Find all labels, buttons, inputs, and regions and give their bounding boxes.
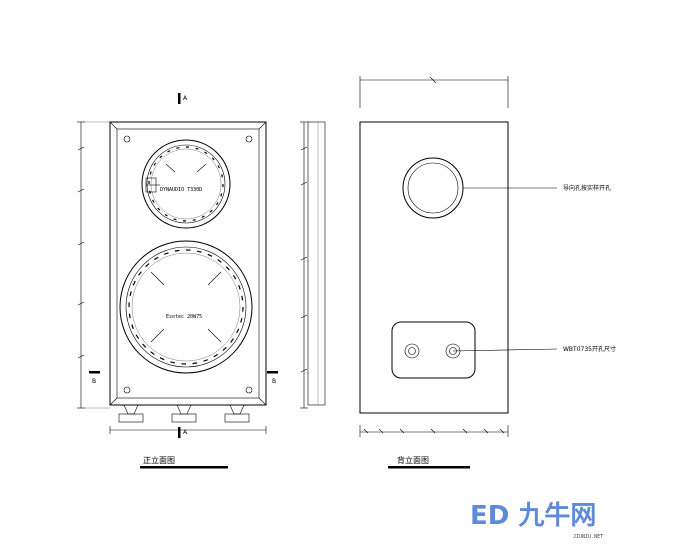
svg-text:B: B: [92, 378, 96, 385]
svg-text:A: A: [183, 95, 188, 102]
ring-tick: [222, 346, 227, 351]
svg-text:B: B: [272, 378, 276, 385]
woofer: Esotec 20W75: [119, 240, 253, 374]
section-marker-b-left: B: [89, 371, 100, 385]
ring-tick: [213, 353, 219, 358]
rear-title-underline: [388, 466, 470, 469]
rear-top-dimension: [359, 76, 509, 108]
ring-tick: [142, 343, 147, 348]
ring-tick: [236, 328, 240, 334]
corner-screw-bl: [123, 386, 131, 394]
ring-tick: [192, 219, 196, 221]
svg-text:A: A: [183, 429, 188, 436]
ring-tick: [164, 252, 169, 255]
ring-tick: [159, 357, 165, 361]
ring-tick: [150, 351, 155, 355]
terminal-plate: WBT0735开孔尺寸: [391, 321, 616, 379]
ring-tick: [215, 202, 219, 206]
corner-screw-tl: [123, 135, 131, 143]
ring-tick: [173, 218, 177, 221]
front-cabinet: [109, 121, 267, 406]
ring-tick: [174, 249, 180, 252]
ring-tick: [132, 280, 136, 286]
terminal-note: WBT0735开孔尺寸: [563, 345, 616, 353]
ring-tick: [230, 338, 234, 343]
front-left-dimension: [77, 121, 110, 409]
front-bottom-dimension: [109, 426, 267, 434]
ring-tick: [225, 266, 230, 271]
section-marker-a-top: A: [178, 93, 188, 104]
ring-tick: [207, 253, 213, 257]
ring-tick: [220, 193, 223, 197]
ring-tick: [217, 259, 222, 263]
ring-tick: [196, 250, 202, 253]
ring-tick: [211, 157, 215, 161]
rear-cabinet: [359, 121, 509, 414]
ring-tick: [195, 147, 199, 150]
ring-tick: [209, 209, 213, 213]
front-feet: [118, 404, 250, 423]
ring-tick: [238, 285, 241, 290]
rear-view: 导向孔按实样开孔 WBT0735开孔尺寸 背立面图: [359, 76, 616, 469]
front-title-underline: [140, 466, 228, 469]
ring-tick: [241, 295, 244, 301]
front-view: A A B B: [77, 93, 278, 469]
ring-tick: [138, 271, 142, 276]
tweeter-ring-ticks: [148, 146, 224, 222]
ring-tick: [145, 263, 150, 268]
ring-tick: [128, 313, 131, 319]
woofer-ring-ticks: [128, 249, 244, 365]
ring-tick: [152, 199, 155, 203]
side-view: [300, 121, 326, 409]
ring-tick: [153, 162, 157, 166]
corner-screw-tr: [245, 135, 253, 143]
ring-tick: [192, 362, 198, 365]
ring-tick: [164, 213, 168, 217]
ring-tick: [131, 324, 134, 329]
ring-tick: [201, 215, 205, 218]
svg-text:DYNAUDIO T330D: DYNAUDIO T330D: [160, 187, 202, 193]
rear-bottom-dimension: [359, 425, 509, 437]
ring-tick: [149, 171, 152, 175]
watermark-logo: ED 九牛网 JIUNIU.NET: [470, 501, 603, 540]
ring-tick: [157, 207, 161, 211]
port-note: 导向孔按实样开孔: [563, 184, 611, 192]
ring-tick: [153, 256, 159, 261]
side-panel: [307, 121, 326, 406]
ring-tick: [170, 361, 176, 364]
ring-tick: [240, 317, 243, 323]
ring-tick: [221, 174, 223, 178]
section-marker-b-right: B: [267, 371, 278, 385]
svg-text:ED 九牛网: ED 九牛网: [470, 501, 596, 531]
tweeter: DYNAUDIO T330D: [141, 139, 231, 229]
ring-tick: [232, 274, 237, 280]
front-view-title: 正立面图: [143, 455, 175, 465]
section-marker-a-bottom: A: [178, 427, 188, 438]
ring-tick: [167, 150, 171, 153]
svg-text:JIUNIU.NET: JIUNIU.NET: [573, 534, 603, 540]
ring-tick: [176, 147, 180, 149]
svg-text:Esotec 20W75: Esotec 20W75: [166, 314, 202, 320]
ring-tick: [129, 291, 132, 297]
bass-port: 导向孔按实样开孔: [402, 157, 611, 219]
rear-view-title: 背立面图: [397, 455, 429, 465]
ring-tick: [159, 155, 163, 159]
ring-tick: [203, 359, 208, 362]
ring-tick: [135, 334, 140, 340]
ring-tick: [204, 151, 208, 155]
ring-tick: [217, 165, 220, 169]
corner-screw-br: [245, 386, 253, 394]
